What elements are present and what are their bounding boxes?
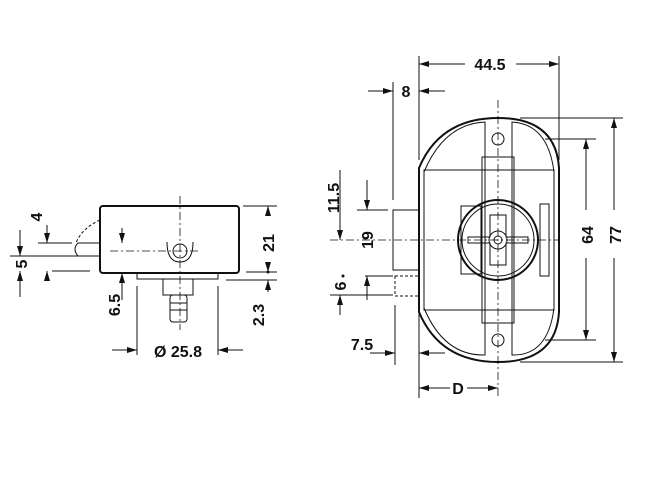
bolt-side [74,242,100,257]
dim-hole-spacing-64: 64 [580,226,597,244]
lock-body-side [99,205,240,274]
bolt-front [392,209,420,271]
pin [169,294,188,323]
dim-bolt-5: 5 [14,259,31,268]
dim-depth-8: 8 [402,84,411,101]
dim-bolt-19: 19 [360,231,377,249]
dim-diameter-25-8: Ø 25.8 [154,344,202,361]
side-view: 21 2.3 6.5 Ø 25.8 4 5 [10,196,278,361]
dim-height-77: 77 [608,226,625,244]
front-view: 44.5 8 77 64 11.5 19 6 7.5 [326,56,625,398]
dim-bolt-4: 4 [29,212,46,221]
stem [162,278,194,296]
lock-body-oval [418,116,560,364]
dim-height-21: 21 [261,234,278,252]
dim-lower-6: 6 [333,281,350,290]
dim-depth-d: D [452,381,464,398]
dim-offset-6-5: 6.5 [107,294,124,316]
dim-edge-7-5: 7.5 [351,337,373,354]
dim-pin-2-3: 2.3 [251,304,268,326]
dim-offset-11-5: 11.5 [326,183,343,213]
dim-width-44-5: 44.5 [474,57,505,74]
